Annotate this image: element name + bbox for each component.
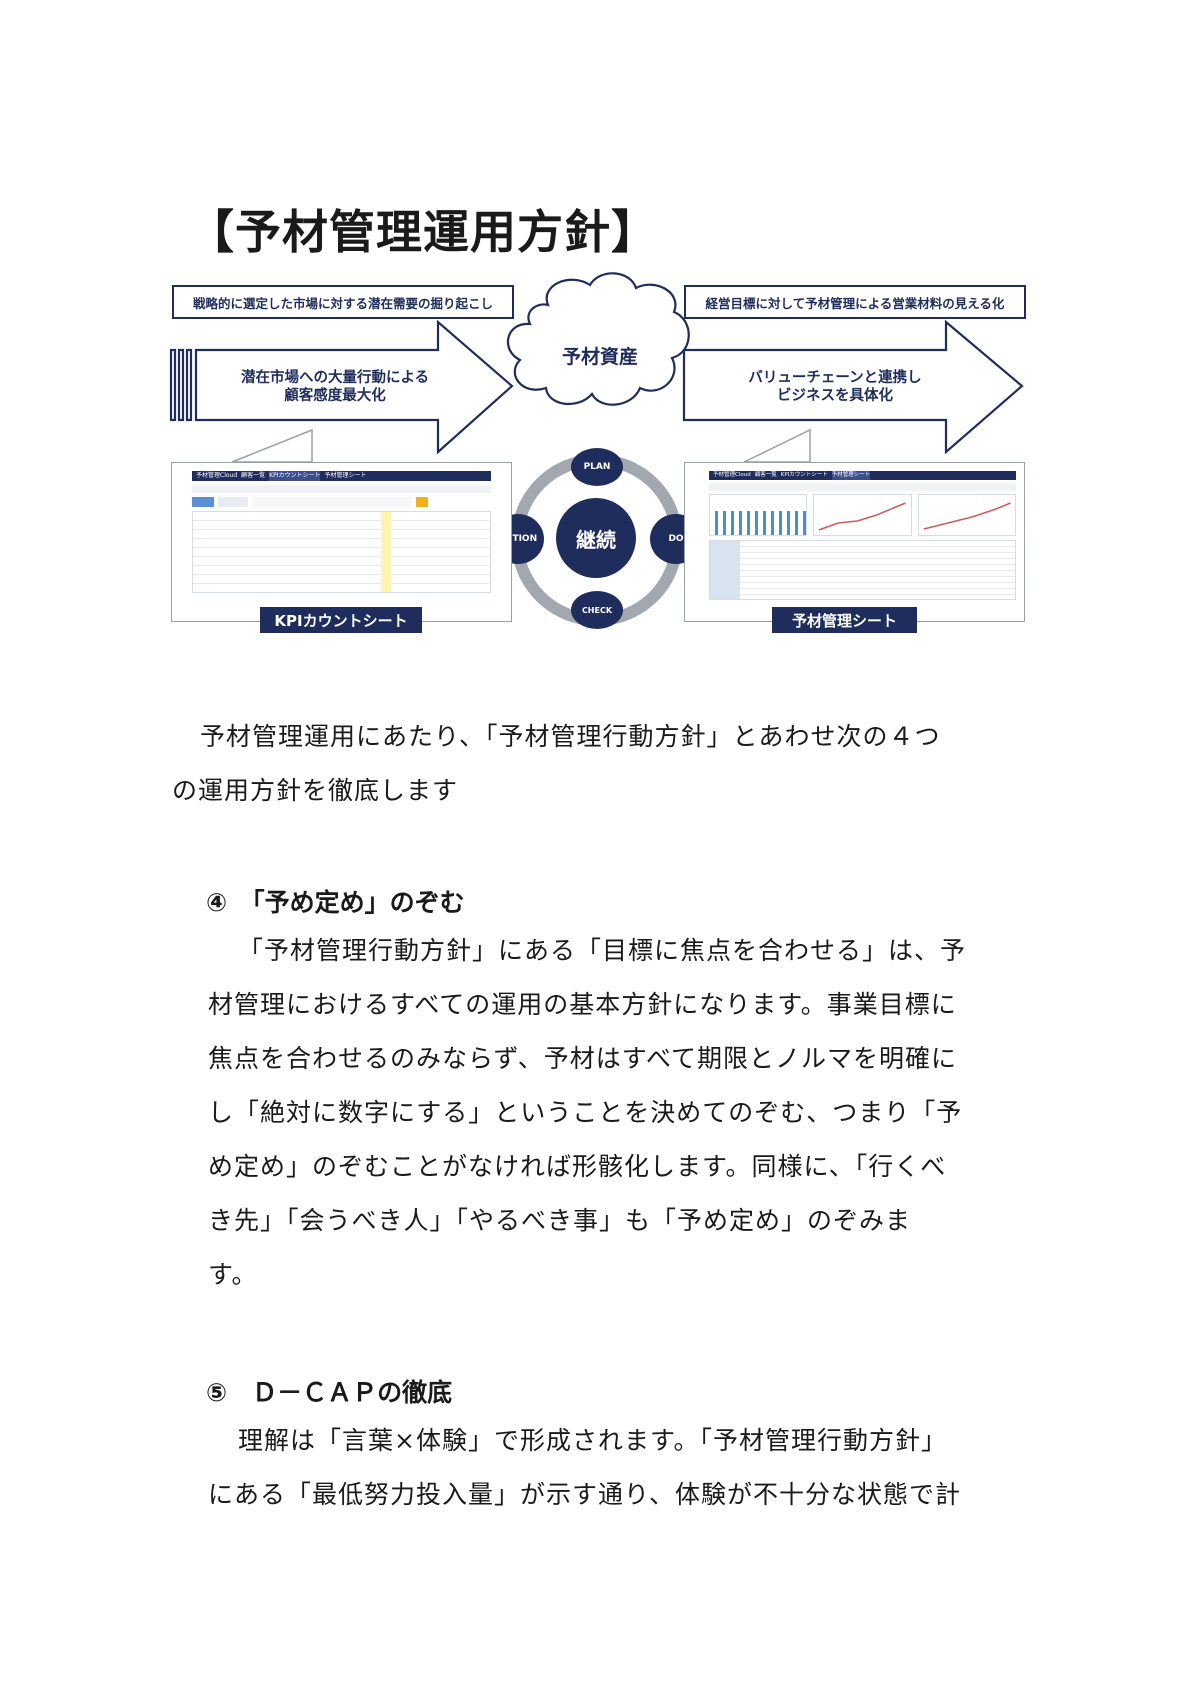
section-4-line-5: め定め」のぞむことがなければ形骸化します。同様に、「行くべ bbox=[208, 1152, 947, 1181]
strategy-diagram: 戦略的に選定した市場に対する潜在需要の掘り起こし 経営目標に対して予材管理による… bbox=[0, 0, 1190, 650]
intro-line-2: の運用方針を徹底します bbox=[172, 776, 459, 805]
line-chart-thumb bbox=[813, 494, 912, 536]
section-5-line-1: 理解は「言葉×体験」で形成されます。「予材管理行動方針」 bbox=[238, 1426, 947, 1455]
left-tab-1: 顧客一覧 bbox=[241, 472, 266, 479]
kpi-sheet-tag: KPIカウントシート bbox=[260, 607, 422, 633]
cycle-center-label: 継続 bbox=[576, 527, 616, 552]
section-4-line-7: す。 bbox=[208, 1260, 258, 1289]
right-tab-0: 予材管理Cloud bbox=[713, 472, 751, 478]
page-title: 【予材管理運用方針】 bbox=[188, 205, 658, 259]
cycle-center: 継続 bbox=[556, 498, 636, 578]
left-arrow-line-1: 潜在市場への大量行動による bbox=[240, 370, 430, 386]
diagram-shapes bbox=[169, 272, 1024, 626]
section-4-line-3: 焦点を合わせるのみならず、予材はすべて期限とノルマを明確に bbox=[208, 1044, 958, 1073]
cycle-node-check: CHECK bbox=[571, 591, 623, 629]
left-arrow bbox=[169, 319, 514, 455]
section-4-line-2: 材管理におけるすべての運用の基本方針になります。事業目標に bbox=[208, 990, 957, 1019]
yozai-sheet-screenshot: 予材管理Cloud 顧客一覧 KPIカウントシート 予材管理シート bbox=[684, 462, 1025, 622]
left-arrow-line-2: 顧客感度最大化 bbox=[284, 388, 386, 404]
section-4-heading: ④ 「予め定め」のぞむ bbox=[206, 888, 465, 917]
plan-label: PLAN bbox=[583, 462, 611, 472]
bar-chart-thumb bbox=[709, 494, 808, 536]
kpi-sheet-screenshot: 予材管理Cloud 顧客一覧 KPIカウントシート 予材管理シート bbox=[171, 462, 512, 622]
left-callout bbox=[231, 428, 313, 463]
section-5-line-2: にある「最低努力投入量」が示す通り、体験が不十分な状態で計 bbox=[208, 1480, 962, 1509]
left-goal-text: 戦略的に選定した市場に対する潜在需要の掘り起こし bbox=[192, 295, 493, 311]
section-4-line-6: き先」「会うべき人」「やるべき事」も「予め定め」のぞみま bbox=[208, 1206, 912, 1235]
left-tab-2: KPIカウントシート bbox=[269, 471, 321, 481]
cycle-node-plan: PLAN bbox=[571, 448, 623, 486]
right-goal-box: 経営目標に対して予材管理による営業材料の見える化 bbox=[684, 285, 1026, 319]
left-tab-0: 予材管理Cloud bbox=[196, 472, 238, 479]
yozai-table bbox=[709, 540, 1016, 600]
yozai-sheet-tag: 予材管理シート bbox=[772, 607, 917, 633]
action-label: ACTION bbox=[498, 534, 538, 544]
left-arrow-text: 潜在市場への大量行動による 顧客感度最大化 bbox=[210, 369, 460, 405]
intro-paragraph: 予材管理運用にあたり、「予材管理行動方針」とあわせ次の４つ の運用方針を徹底しま… bbox=[172, 710, 1032, 818]
cycle-node-action: ACTION bbox=[492, 514, 544, 564]
right-arrow-line-2: ビジネスを具体化 bbox=[777, 388, 893, 404]
cycle-node-do: DO bbox=[650, 514, 702, 564]
trend-chart-svg bbox=[923, 502, 1011, 530]
right-arrow-text: バリューチェーンと連携し ビジネスを具体化 bbox=[710, 369, 960, 405]
trend-chart-thumb bbox=[917, 494, 1016, 536]
left-goal-box: 戦略的に選定した市場に対する潜在需要の掘り起こし bbox=[172, 285, 514, 319]
right-tab-3: 予材管理シート bbox=[831, 471, 871, 480]
kpi-sheet-tag-label: KPIカウントシート bbox=[274, 611, 408, 630]
section-4-line-1: 「予材管理行動方針」にある「目標に焦点を合わせる」は、予 bbox=[238, 936, 967, 965]
right-callout bbox=[743, 428, 811, 463]
section-4-body: 「予材管理行動方針」にある「目標に焦点を合わせる」は、予 材管理におけるすべての… bbox=[208, 924, 1038, 1302]
right-arrow bbox=[682, 319, 1024, 455]
do-label: DO bbox=[668, 534, 684, 544]
section-5-heading: ⑤ Ｄ－ＣＡＰの徹底 bbox=[206, 1378, 453, 1407]
right-tab-1: 顧客一覧 bbox=[754, 472, 777, 478]
yozai-sheet-tag-label: 予材管理シート bbox=[791, 611, 897, 630]
cloud-shape bbox=[506, 272, 690, 406]
cloud-label: 予材資産 bbox=[561, 346, 638, 368]
line-chart-svg bbox=[818, 502, 907, 531]
left-tab-3: 予材管理シート bbox=[324, 472, 367, 479]
section-4-line-4: し「絶対に数字にする」ということを決めてのぞむ、つまり「予 bbox=[208, 1098, 963, 1127]
right-arrow-line-1: バリューチェーンと連携し bbox=[748, 370, 922, 386]
check-label: CHECK bbox=[581, 605, 613, 615]
section-5-body: 理解は「言葉×体験」で形成されます。「予材管理行動方針」 にある「最低努力投入量… bbox=[208, 1414, 1038, 1522]
right-tab-2: KPIカウントシート bbox=[780, 472, 828, 478]
cycle-ring bbox=[511, 454, 683, 626]
intro-line-1: 予材管理運用にあたり、「予材管理行動方針」とあわせ次の４つ bbox=[200, 722, 941, 751]
kpi-table bbox=[192, 511, 491, 593]
right-goal-text: 経営目標に対して予材管理による営業材料の見える化 bbox=[705, 295, 1005, 311]
